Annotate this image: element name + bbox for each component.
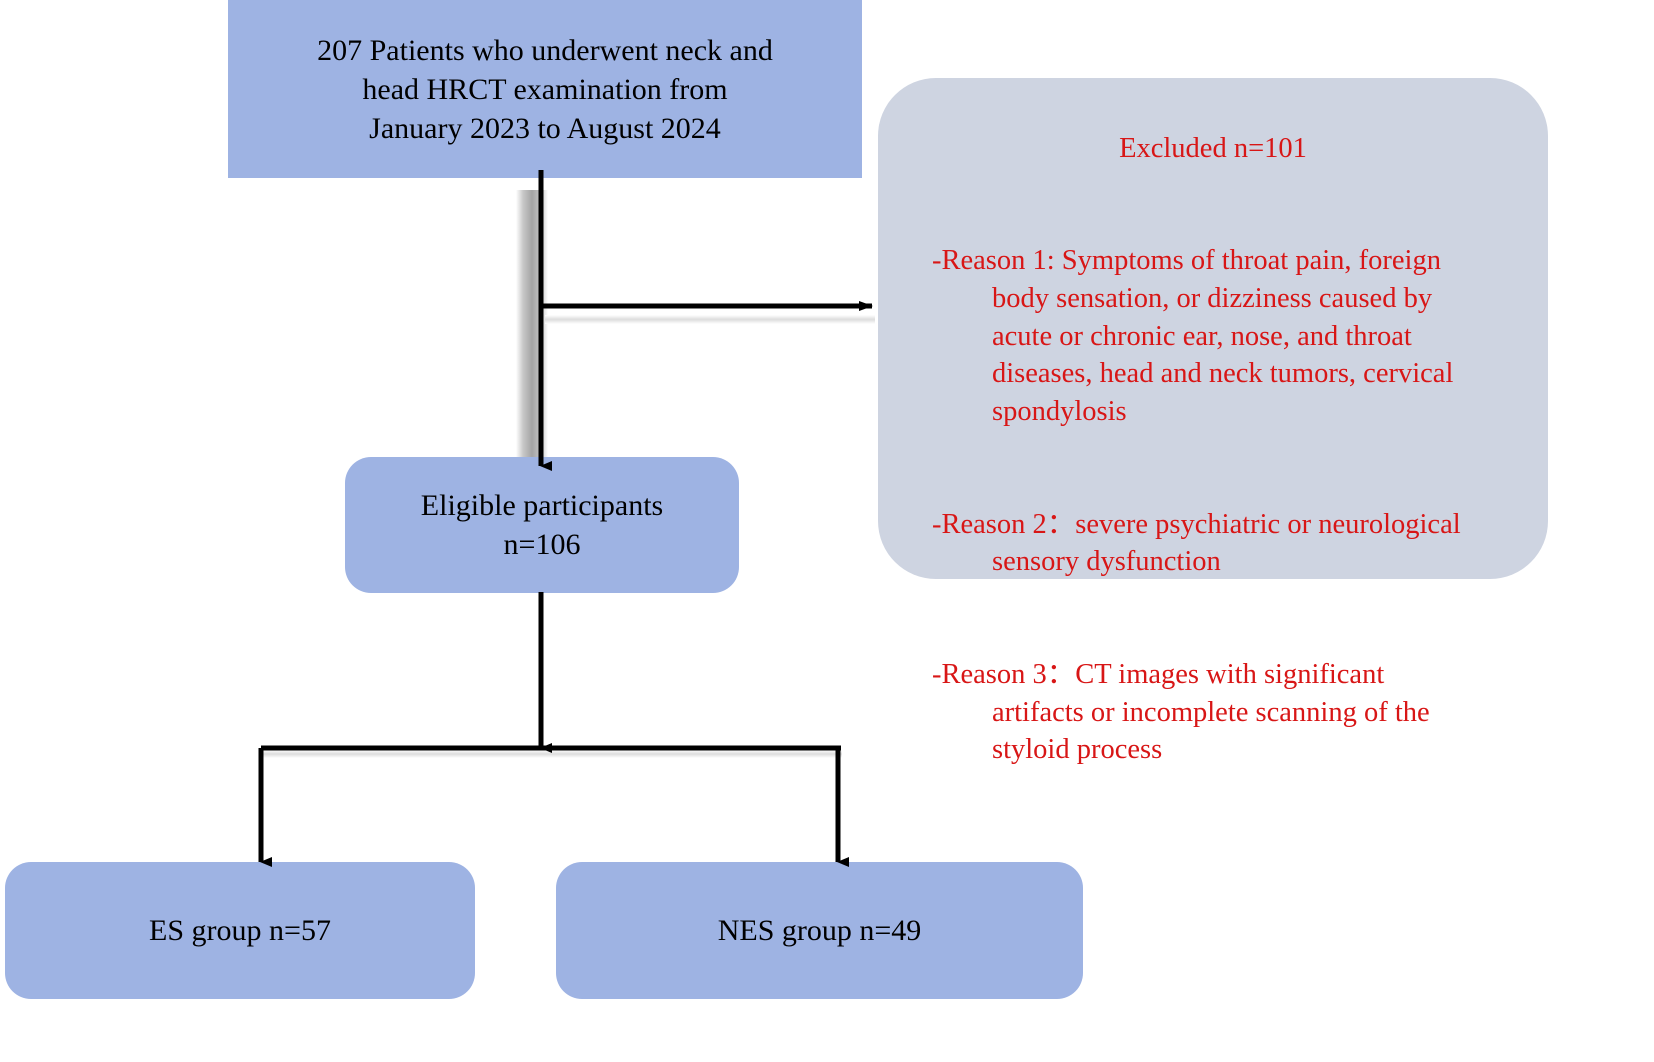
excluded-reason-3-head: -Reason 3：CT images with significant xyxy=(932,659,1385,691)
split-bar-shadow xyxy=(262,750,842,758)
excluded-reason-1: -Reason 1: Symptoms of throat pain, fore… xyxy=(932,242,1526,430)
excluded-reason-1-head: -Reason 1: Symptoms of throat pain, fore… xyxy=(932,245,1441,277)
node-excluded: Excluded n=101 -Reason 1: Symptoms of th… xyxy=(878,78,1548,765)
node-eligible-participants: Eligible participants n=106 xyxy=(345,457,739,593)
stem-shadow xyxy=(516,190,548,475)
branch-shadow xyxy=(545,315,875,324)
node-nes-group: NES group n=49 xyxy=(556,862,1083,999)
excluded-reason-1-body: body sensation, or dizziness caused by a… xyxy=(992,283,1454,427)
excluded-reason-3: -Reason 3：CT images with significant arti… xyxy=(932,656,1526,769)
node-es-group: ES group n=57 xyxy=(5,862,475,999)
excluded-reason-3-body: artifacts or incomplete scanning of the … xyxy=(992,696,1430,766)
excluded-content: Excluded n=101 -Reason 1: Symptoms of th… xyxy=(896,92,1530,807)
excluded-reason-2: -Reason 2：severe psychiatric or neurolog… xyxy=(932,506,1526,581)
node-enrolled-patients: 207 Patients who underwent neck and head… xyxy=(228,0,862,178)
excluded-reason-2-body: sensory dysfunction xyxy=(992,546,1221,578)
excluded-title: Excluded n=101 xyxy=(1119,132,1307,164)
excluded-reason-2-head: -Reason 2：severe psychiatric or neurolog… xyxy=(932,508,1461,540)
